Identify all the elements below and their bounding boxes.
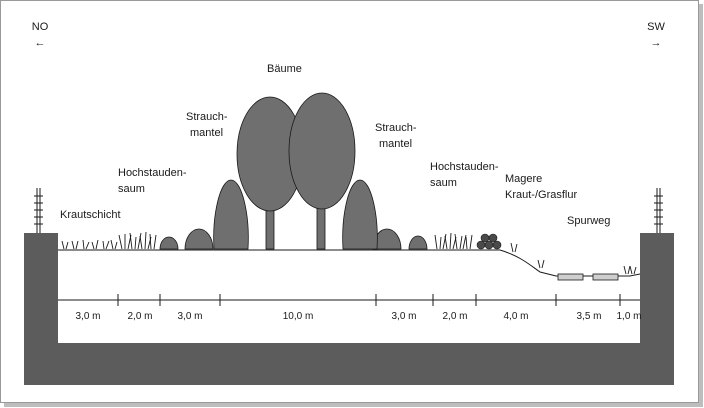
segment-label-6: 2,0 m [442, 311, 467, 322]
ground-inner [58, 250, 640, 343]
label-magere-2: Kraut-/Grasflur [505, 189, 577, 201]
segment-label-2: 2,0 m [127, 311, 152, 322]
fence-post-right-icon [654, 188, 663, 233]
tree-right-icon [288, 92, 356, 250]
segment-label-3: 3,0 m [177, 311, 202, 322]
label-spurweg: Spurweg [567, 215, 610, 227]
label-hochstauden-left-2: saum [118, 183, 145, 195]
segment-label-5: 3,0 m [391, 311, 416, 322]
surface-line [58, 249, 641, 277]
stone-pile-icon [476, 233, 502, 250]
label-magere-1: Magere [505, 173, 542, 185]
frame-shadow-bottom [4, 403, 703, 407]
label-strauchmantel-right-2: mantel [379, 138, 412, 150]
label-strauchmantel-left-2: mantel [190, 127, 223, 139]
direction-left-label: NO [32, 21, 49, 33]
label-hochstauden-right-1: Hochstauden- [430, 161, 499, 173]
tree-left-icon [236, 96, 304, 250]
direction-right-label: SW [647, 21, 665, 33]
segment-label-7: 4,0 m [503, 311, 528, 322]
fence-post-left-icon [34, 188, 43, 233]
grass-left-icon [61, 231, 157, 250]
frame-shadow [699, 4, 703, 404]
label-krautschicht: Krautschicht [60, 209, 121, 221]
direction-right-arrow-icon: → [651, 37, 662, 49]
segment-label-9: 1,0 m [616, 311, 641, 322]
label-baeume: Bäume [267, 63, 302, 75]
path-slab-right [592, 273, 619, 281]
label-strauchmantel-right-1: Strauch- [375, 122, 417, 134]
segment-label-4: 10,0 m [283, 311, 314, 322]
segment-label-8: 3,5 m [576, 311, 601, 322]
grass-right-icon [434, 232, 637, 275]
label-strauchmantel-left-1: Strauch- [186, 111, 228, 123]
measure-ticks [117, 294, 621, 306]
shrubs-small [159, 228, 428, 250]
shrubs-tall [213, 179, 378, 250]
label-hochstauden-left-1: Hochstauden- [118, 167, 187, 179]
direction-left-arrow-icon: ← [35, 37, 46, 49]
label-hochstauden-right-2: saum [430, 177, 457, 189]
segment-label-1: 3,0 m [75, 311, 100, 322]
path-slab-left [557, 273, 584, 281]
